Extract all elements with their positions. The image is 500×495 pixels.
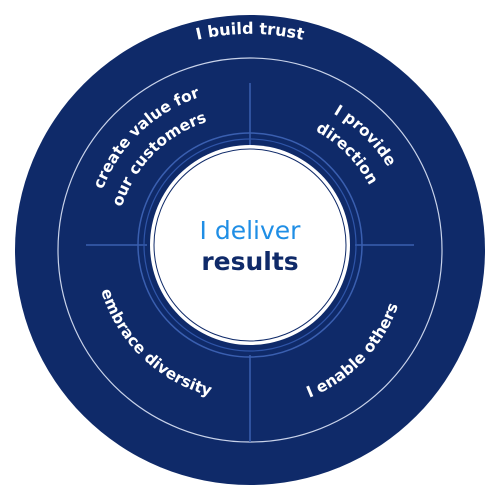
center-title-line1: I deliver: [200, 216, 302, 245]
center-circle: [150, 145, 350, 345]
center-inner-line: [153, 148, 347, 342]
center-title-line2: results: [201, 247, 298, 276]
inner-ring-outer: [137, 132, 363, 358]
inner-ring-middle: [143, 138, 357, 352]
